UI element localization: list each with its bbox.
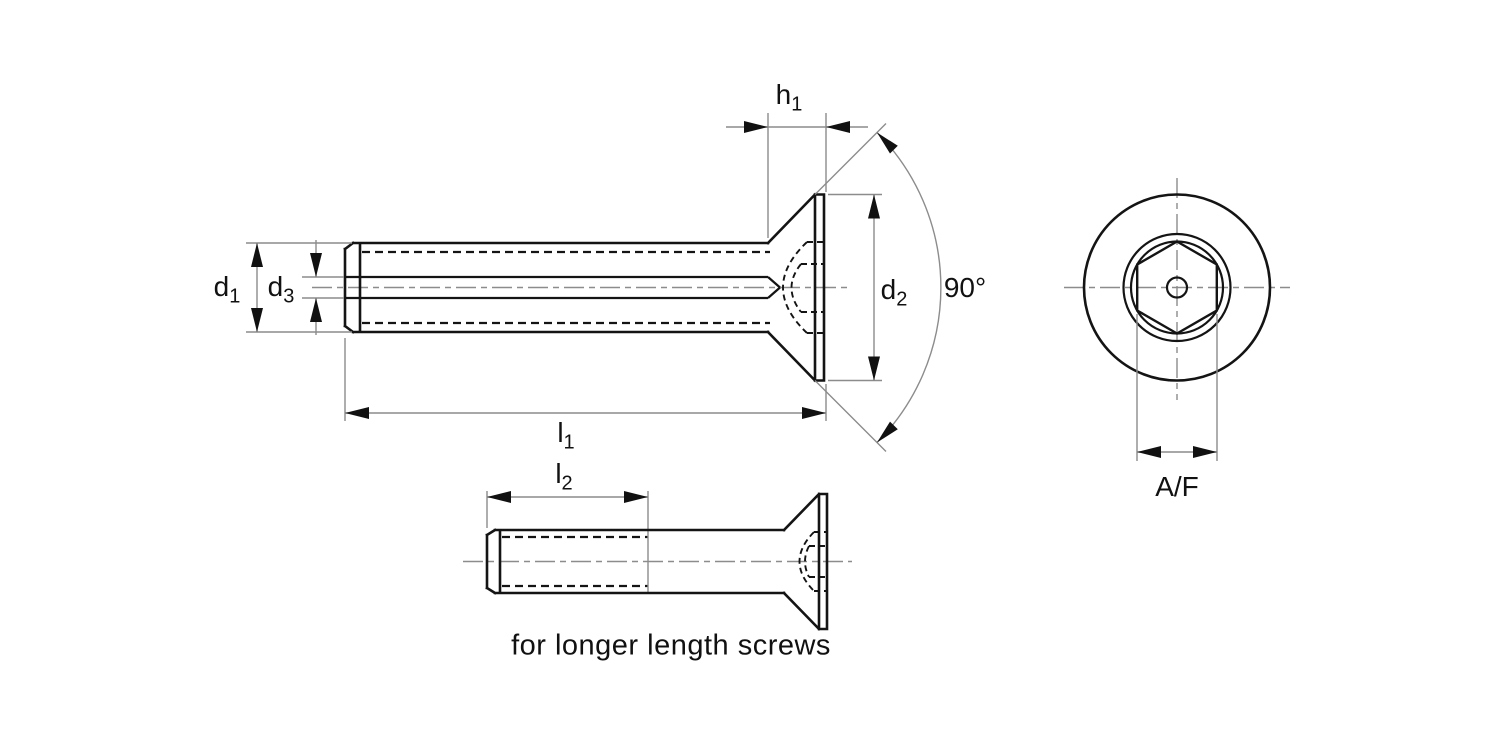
label-d2: d2: [880, 274, 908, 311]
upper-thread-lines: [362, 250, 770, 325]
dimension-d3: [302, 240, 344, 335]
d2-arrow-bottom: [868, 356, 880, 381]
d3-extension-lines: [302, 276, 344, 299]
upper-screw-outline: [343, 192, 826, 383]
d1-arrow-top: [251, 243, 263, 267]
socket-chamfer-circle: [1122, 232, 1232, 343]
h1-extension-lines: [767, 113, 827, 238]
h1-arrow-right: [826, 121, 850, 133]
angle-arrow-top: [877, 132, 898, 154]
label-h1: h1: [775, 79, 803, 116]
lower-screw-outline: [485, 492, 829, 631]
cone-construction-lines: [814, 123, 887, 452]
d1-arrow-bottom: [251, 308, 263, 332]
h1-arrow-left: [744, 121, 768, 133]
l1-arrow-right: [802, 407, 826, 419]
af-arrow-right: [1193, 446, 1217, 458]
dimension-af: [1136, 314, 1218, 461]
end-view-center-lines: [1064, 178, 1290, 400]
dimension-d1: [246, 242, 352, 333]
l2-arrow-left: [487, 491, 511, 503]
lower-screw-side-view: [463, 491, 852, 631]
upper-socket-hidden-lines: [782, 241, 824, 334]
caption-longer-length-screws: for longer length screws: [511, 629, 831, 662]
dimension-l1: [344, 338, 826, 421]
d1-extension-lines: [246, 242, 352, 333]
label-d1: d1: [213, 271, 241, 308]
pilot-hole-circle: [1165, 276, 1189, 299]
hex-socket: [1135, 240, 1219, 335]
af-extension-lines: [1136, 314, 1218, 461]
dimension-d2: [825, 193, 882, 421]
end-view: [1064, 178, 1290, 461]
af-arrow-left: [1137, 446, 1161, 458]
angle-arrow-bottom: [877, 421, 898, 443]
lower-thread-lines: [502, 535, 648, 588]
l1-arrow-left: [345, 407, 369, 419]
d3-arrow-top: [310, 253, 322, 277]
dimension-h1: [726, 113, 868, 238]
l2-arrow-right: [624, 491, 648, 503]
d2-arrow-top: [868, 194, 880, 219]
upper-screw-side-view: [312, 192, 852, 383]
dimension-l2: [486, 491, 648, 528]
label-af: A/F: [1155, 471, 1199, 502]
label-l1: l1: [557, 417, 575, 454]
dimension-angle-90: [814, 123, 942, 452]
label-angle-90: 90°: [943, 272, 987, 303]
label-l2: l2: [555, 458, 573, 495]
label-d3: d3: [267, 271, 295, 308]
d3-arrow-bottom: [310, 298, 322, 322]
d2-extension-lines: [825, 193, 882, 421]
upper-core-lines: [345, 275, 781, 300]
head-outer-circle: [1082, 193, 1272, 382]
angle-arc: [876, 132, 942, 443]
